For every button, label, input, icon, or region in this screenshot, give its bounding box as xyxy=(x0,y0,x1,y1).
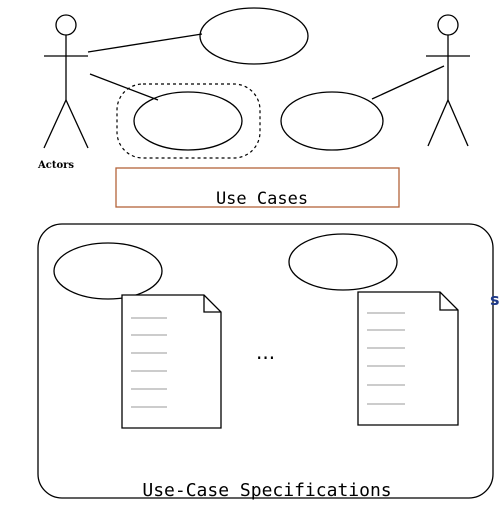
ellipsis-label: ... xyxy=(256,340,276,364)
actor-left-icon xyxy=(43,14,89,149)
edge-text-fragment: s xyxy=(490,290,500,309)
selection-dashed-outline xyxy=(116,83,261,159)
spec-use-case-ellipse-right xyxy=(288,233,398,291)
actor-right-icon xyxy=(426,14,470,147)
use-case-ellipse-top xyxy=(199,7,309,65)
use-cases-label: Use Cases xyxy=(215,189,309,209)
use-case-specifications-label: Use-Case Specifications xyxy=(142,480,392,501)
use-case-ellipse-right xyxy=(280,91,384,151)
spec-use-case-ellipse-left xyxy=(53,242,163,300)
association-lines xyxy=(87,33,445,101)
document-icon xyxy=(357,291,459,426)
use-case-ellipse-left xyxy=(133,91,243,151)
actors-label: Actors xyxy=(38,160,75,171)
document-icon xyxy=(121,294,222,429)
use-cases-box xyxy=(115,167,400,208)
use-case-specifications-container xyxy=(37,223,494,499)
